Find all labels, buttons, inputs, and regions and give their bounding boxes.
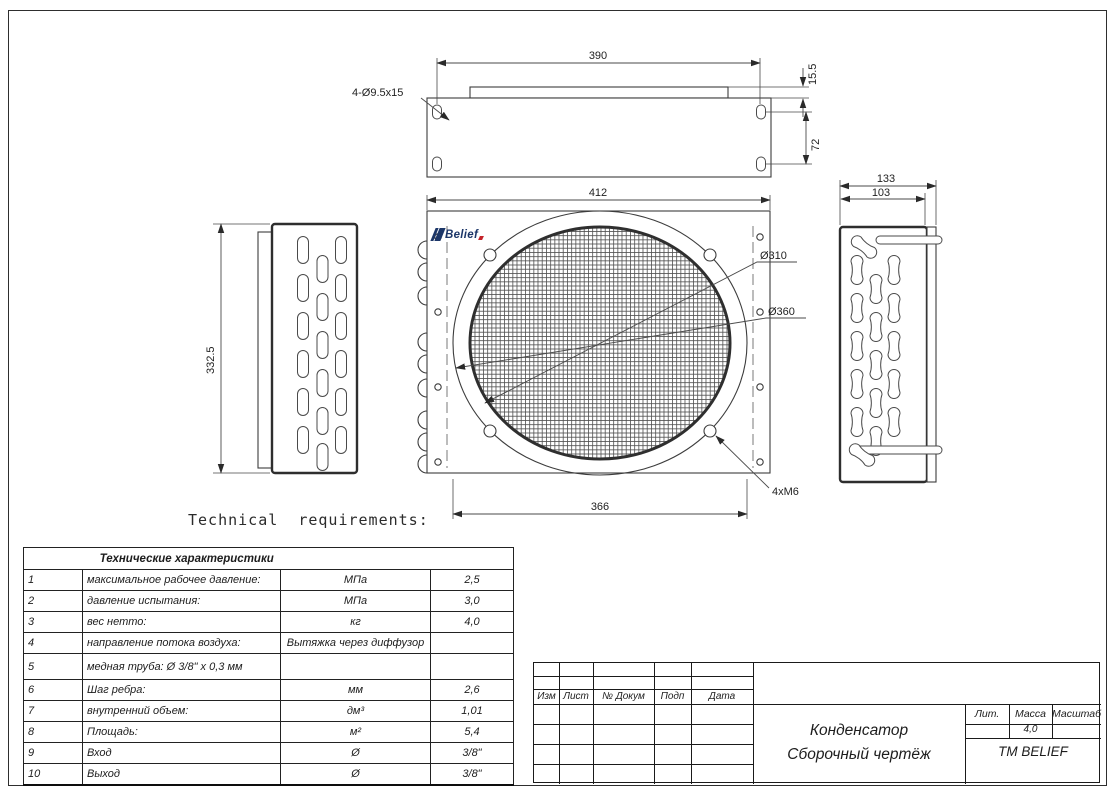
spec-value: 3,0 [430,590,514,612]
spec-num: 9 [23,742,83,764]
fan-ring [452,210,748,476]
col-dokum: № Докум [602,691,645,702]
technical-requirements-heading: Technical requirements: [188,511,429,529]
spec-title-row: Технические характеристики [23,547,514,570]
col-podp: Подп [660,691,685,702]
document-title-line2: Сборочный чертёж [787,746,931,764]
document-title-line1: Конденсатор [809,722,909,739]
dim-hole-spacing: 72 [810,139,822,151]
spec-value: 4,0 [430,611,514,633]
spec-value: 2,5 [430,569,514,591]
spec-value: 3/8" [430,763,514,785]
spec-name: медная труба: Ø 3/8" x 0,3 мм [82,653,281,680]
label-screw-note: 4xM6 [772,486,799,498]
document-title: Конденсатор Сборочный чертёж [753,704,965,784]
title-block: Изм Лист № Докум Подп Дата Конденсатор С… [533,662,1102,784]
top-view-fin-plate [469,86,729,99]
dim-front-span: 366 [591,501,609,513]
note-mount-holes: 4-Ø9.5x15 [352,87,403,99]
spec-num: 1 [23,569,83,591]
right-side-view: 133 103 [838,173,943,484]
sheet-border-frame [8,10,1107,786]
label-ring-dia: Ø360 [768,306,795,318]
spec-unit: Вытяжка через диффузор [280,632,431,654]
dim-top-width: 390 [589,50,607,62]
logo-text: Belief [445,228,479,241]
spec-unit: дм³ [280,700,431,722]
spec-table-title: Технические характеристики [23,547,514,570]
ring-screws [483,248,717,438]
right-view-flange [926,226,937,483]
spec-num: 7 [23,700,83,722]
dim-depth-body: 103 [872,187,890,199]
spec-unit: МПа [280,569,431,591]
spec-unit [280,653,431,680]
spec-num: 5 [23,653,83,680]
inlet-pipe [875,235,943,245]
spec-name: давление испытания: [82,590,281,612]
spec-name: Шаг ребра: [82,679,281,701]
spec-value: 5,4 [430,721,514,743]
top-view-mount-slots [432,104,766,172]
top-view-body [426,97,772,178]
spec-value [430,632,514,654]
spec-num: 2 [23,590,83,612]
spec-name: Вход [82,742,281,764]
lit-label: Лит. [974,708,1000,720]
spec-num: 4 [23,632,83,654]
mass-label: Масса [1014,708,1047,720]
dim-side-height: 332.5 [205,346,217,374]
mass-value: 4,0 [1023,724,1038,735]
spec-unit: МПа [280,590,431,612]
coil-return-bends [417,240,428,474]
col-list: Лист [563,691,589,702]
spec-num: 10 [23,763,83,785]
brand-name: TM BELIEF [998,744,1068,759]
spec-name: Выход [82,763,281,785]
spec-name: направление потока воздуха: [82,632,281,654]
spec-value [430,653,514,680]
spec-name: вес нетто: [82,611,281,633]
top-view: 390 15.5 72 4-Ø9.5x15 [352,50,822,178]
spec-value: 2,6 [430,679,514,701]
spec-num: 3 [23,611,83,633]
left-side-view: 332.5 [205,222,359,475]
label-mesh-dia: Ø310 [760,250,787,262]
spec-num: 6 [23,679,83,701]
spec-unit: Ø [280,742,431,764]
spec-name: максимальное рабочее давление: [82,569,281,591]
col-data: Дата [708,691,736,702]
dim-depth-total: 133 [877,173,895,185]
spec-unit: кг [280,611,431,633]
belief-logo: Belief [430,227,485,242]
scale-label: Масштаб [1052,708,1102,720]
spec-value: 3/8" [430,742,514,764]
col-izm: Изм [537,691,556,702]
spec-name: Площадь: [82,721,281,743]
spec-unit: Ø [280,763,431,785]
spec-unit: м² [280,721,431,743]
spec-num: 8 [23,721,83,743]
spec-unit: мм [280,679,431,701]
front-view: 412 366 Ø310 Ø360 4xM6 [417,187,806,519]
dim-front-width: 412 [589,187,607,199]
spec-value: 1,01 [430,700,514,722]
dim-plate-offset: 15.5 [807,64,819,85]
spec-name: внутренний объем: [82,700,281,722]
